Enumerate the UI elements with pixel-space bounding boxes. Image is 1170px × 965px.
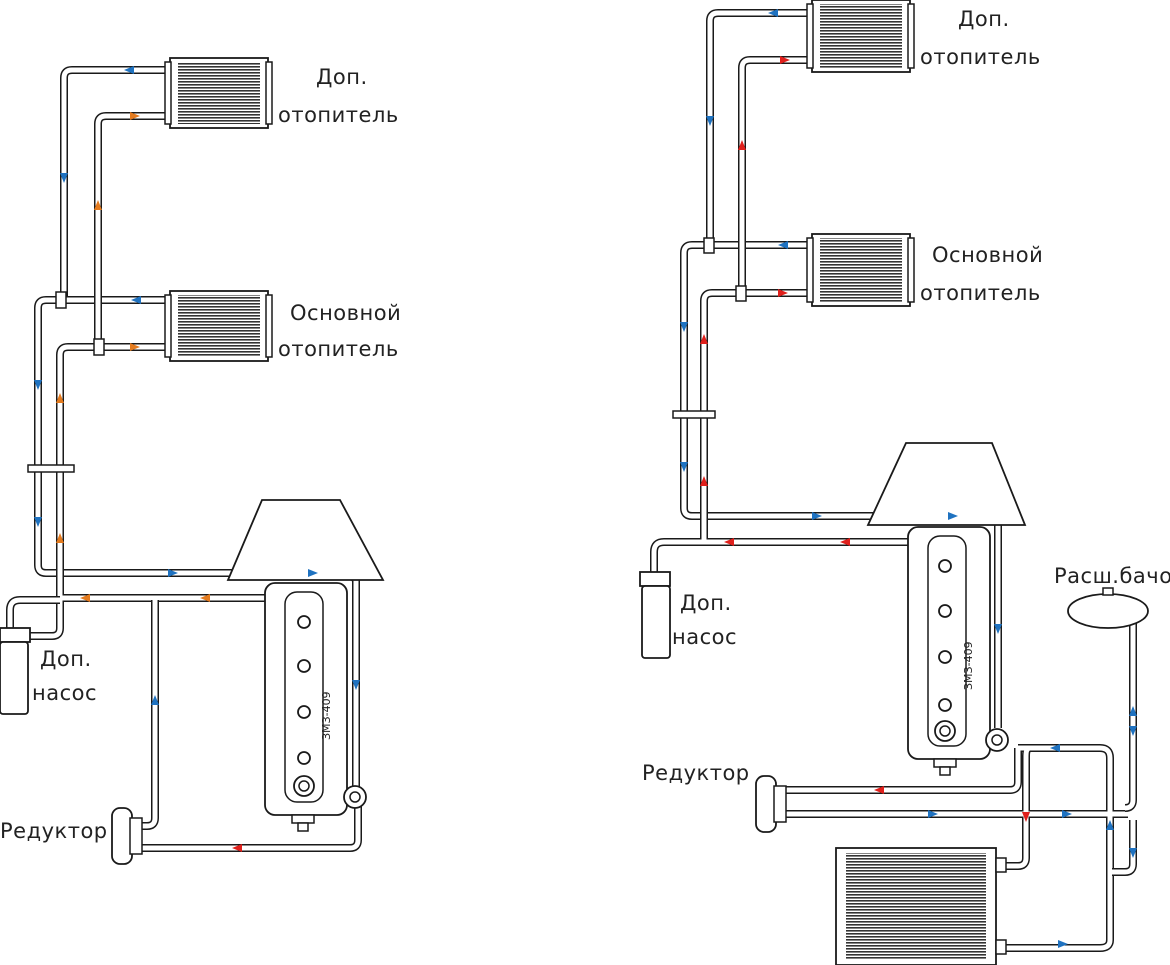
right-extra-heater [806,0,915,73]
left-main-heater-label-2: отопитель [278,337,399,361]
right-reducer [755,775,787,833]
right-flow-arrows [680,9,1137,948]
right-tank [1067,587,1149,629]
right-tank-label: Расш.бачок [1054,564,1170,588]
right-extra-heater-label-1: Доп. [958,7,1010,31]
left-extra-pump [0,627,31,715]
left-pump-label-2: насос [32,681,97,705]
right-pump-label-1: Доп. [680,591,732,615]
right-main-heater [806,233,915,307]
left-main-heater-label-1: Основной [290,301,401,325]
left-flow-arrows [34,66,360,852]
left-extra-heater-label-1: Доп. [316,65,368,89]
right-water-pump [985,728,1009,752]
left-reducer-label: Редуктор [0,819,108,843]
left-diagram: ЗМЗ-409 [0,57,385,865]
left-pump-label-1: Доп. [40,647,92,671]
right-pipe-supply [650,56,908,572]
right-engine: ЗМЗ-409 [866,442,1027,776]
left-labels: Доп. отопитель Основной отопитель Доп. н… [0,65,401,843]
left-reducer [111,807,143,865]
left-extra-heater-label-2: отопитель [278,103,399,127]
left-main-heater [164,290,273,362]
left-engine-label: ЗМЗ-409 [320,691,333,740]
left-pipe-supply [10,112,268,640]
left-water-pump [343,785,367,809]
right-pump-label-2: насос [672,625,737,649]
right-extra-heater-label-2: отопитель [920,45,1041,69]
right-main-heater-label-2: отопитель [920,281,1041,305]
right-pipe-tank [1112,622,1137,876]
right-engine-label: ЗМЗ-409 [962,641,975,690]
left-engine: ЗМЗ-409 [226,499,385,832]
right-main-heater-label-1: Основной [932,243,1043,267]
right-reducer-label: Редуктор [642,761,750,785]
right-extra-pump [639,571,671,659]
left-extra-heater [164,57,273,129]
right-labels: Доп. отопитель Основной отопитель Доп. н… [642,7,1170,785]
right-radiator [835,847,1007,965]
right-diagram: ЗМЗ-409 [639,0,1149,965]
